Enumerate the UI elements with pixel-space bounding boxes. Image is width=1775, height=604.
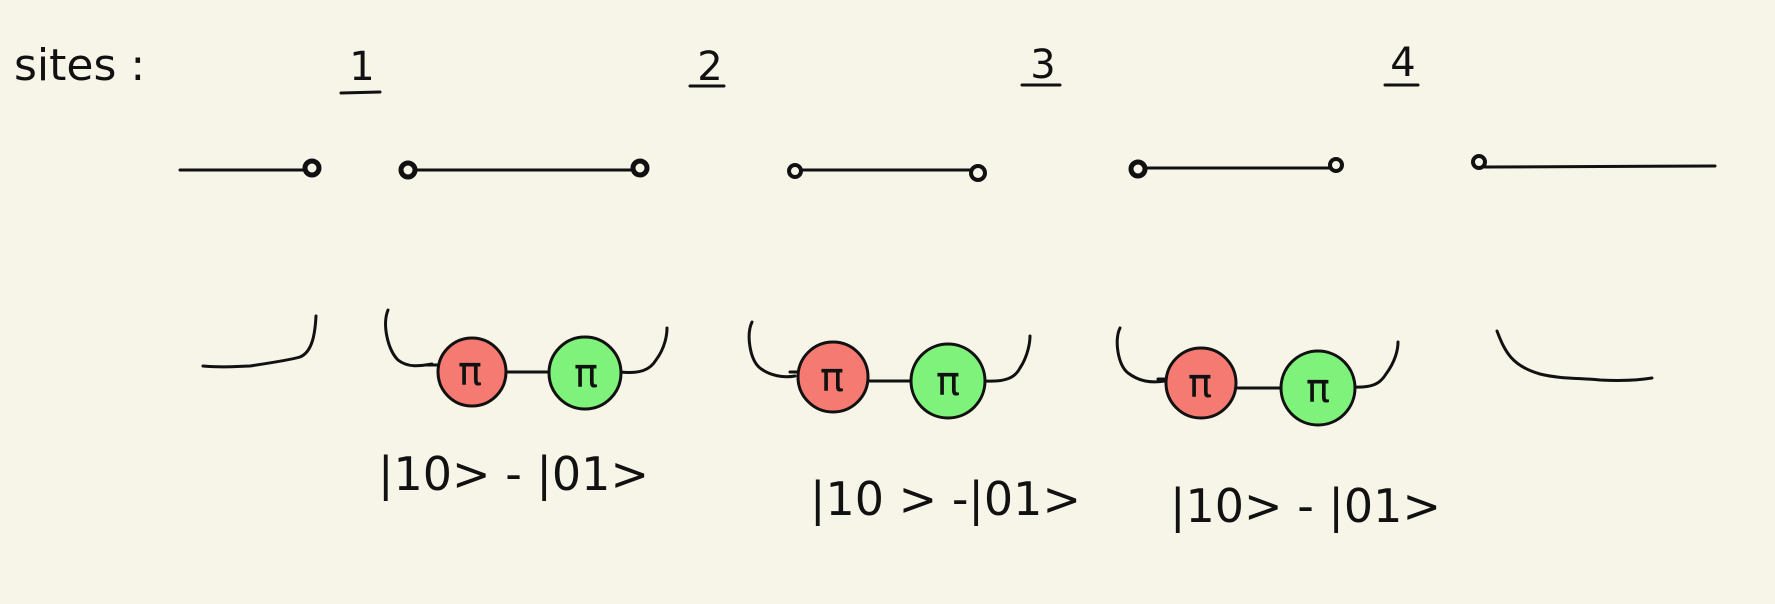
- dimer-1-left-bracket: [384, 308, 434, 368]
- dimer-1-red-node: π: [436, 336, 508, 408]
- dimer-3-state: |10> - |01>: [1170, 479, 1441, 534]
- left-end-cap: [201, 314, 318, 369]
- site-number-3-text: 3: [1030, 42, 1055, 88]
- dimer-1-state: |10> - |01>: [378, 447, 649, 502]
- bond-segment-0: [178, 158, 322, 178]
- dimer-2: π π |10 > -|01>: [747, 320, 1081, 527]
- dimer-3-green-node: π: [1279, 349, 1357, 427]
- site-dot: [302, 158, 322, 178]
- site-number-2-text: 2: [697, 44, 722, 90]
- dimer-3: π π |10> - |01>: [1115, 326, 1441, 534]
- dimer-3-right-bracket: [1350, 340, 1400, 389]
- bond-segment-3: [1128, 157, 1344, 179]
- site-number-4: 4: [1383, 40, 1420, 87]
- dimer-1: π π |10> - |01>: [378, 308, 669, 502]
- pi-label: π: [936, 359, 960, 405]
- dimer-2-right-bracket: [983, 334, 1032, 383]
- right-end-cap: [1495, 329, 1654, 382]
- bond-segment-2: [787, 163, 987, 182]
- dimer-1-green-node: π: [547, 335, 623, 411]
- sites-label: sites :: [14, 40, 145, 91]
- dimer-2-red-node: π: [796, 340, 870, 414]
- pi-label: π: [574, 351, 598, 397]
- dimer-2-left-bracket: [747, 320, 797, 379]
- site-dot: [630, 158, 650, 178]
- pi-label: π: [1188, 361, 1212, 407]
- dimer-2-state: |10 > -|01>: [810, 472, 1081, 527]
- site-number-4-text: 4: [1390, 40, 1415, 86]
- dimer-1-right-bracket: [618, 326, 669, 374]
- pi-label: π: [820, 355, 844, 401]
- bond-segment-1: [398, 158, 650, 180]
- pi-label: π: [458, 349, 482, 395]
- dimer-3-red-node: π: [1164, 346, 1238, 420]
- site-dot: [787, 163, 803, 179]
- site-number-3: 3: [1020, 42, 1062, 88]
- site-dot: [1328, 157, 1344, 173]
- bond-segment-4: [1471, 154, 1717, 170]
- site-dot: [1471, 154, 1487, 170]
- site-number-1-underline: [339, 90, 382, 95]
- site-number-2: 2: [688, 44, 726, 90]
- site-number-1-text: 1: [349, 44, 374, 90]
- dimer-2-green-node: π: [909, 342, 987, 420]
- site-dot: [969, 164, 987, 182]
- bond-row: [178, 154, 1717, 182]
- site-number-1: 1: [339, 44, 382, 95]
- dimer-3-left-bracket: [1115, 326, 1167, 384]
- pi-label: π: [1306, 366, 1330, 412]
